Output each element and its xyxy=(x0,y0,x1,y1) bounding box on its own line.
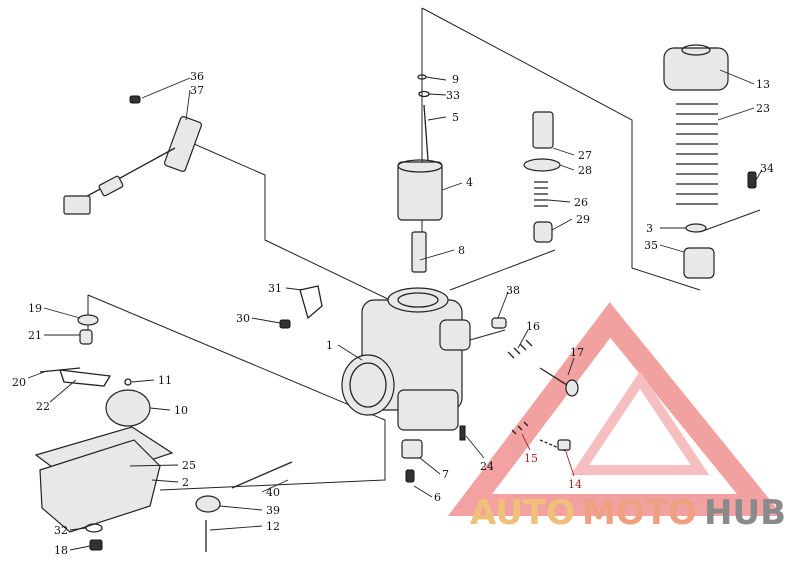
watermark-hub: HUB xyxy=(704,493,786,533)
float-bowl-assembly xyxy=(34,426,174,551)
plate-28 xyxy=(523,158,561,172)
callout-32: 32 xyxy=(54,524,68,537)
callout-1: 1 xyxy=(326,339,333,352)
choke-assembly xyxy=(523,111,561,243)
holder-35 xyxy=(683,247,715,279)
throttle-valve-4 xyxy=(397,161,443,221)
callout-11: 11 xyxy=(158,374,172,387)
callout-35: 35 xyxy=(644,239,658,252)
jet-24 xyxy=(459,425,466,441)
callout-8: 8 xyxy=(458,244,465,257)
callout-4: 4 xyxy=(466,176,473,189)
callout-36: 36 xyxy=(190,70,204,83)
callout-18: 18 xyxy=(54,544,68,557)
callout-30: 30 xyxy=(236,312,250,325)
callout-39: 39 xyxy=(266,504,280,517)
watermark-logo xyxy=(447,302,784,516)
washer-32 xyxy=(85,523,103,533)
leader-lines xyxy=(27,69,763,551)
callout-10: 10 xyxy=(174,404,188,417)
spring-26 xyxy=(534,181,548,207)
callout-7: 7 xyxy=(442,468,449,481)
washer-33 xyxy=(418,90,430,98)
washer-3 xyxy=(685,223,707,233)
callout-33: 33 xyxy=(446,89,460,102)
callout-20: 20 xyxy=(12,376,26,389)
callout-22: 22 xyxy=(36,400,50,413)
needle-21 xyxy=(79,329,93,345)
watermark-auto: AUTO xyxy=(470,493,575,533)
plunger-nut-27 xyxy=(532,111,554,149)
callout-9: 9 xyxy=(452,73,459,86)
spring-15 xyxy=(511,421,529,435)
callout-6: 6 xyxy=(434,491,441,504)
float-10 xyxy=(105,389,151,427)
spring-16 xyxy=(507,339,533,359)
bracket-31 xyxy=(299,285,323,320)
drain-parts xyxy=(195,461,293,552)
watermark-moto: MOTO xyxy=(582,493,697,533)
callout-23: 23 xyxy=(756,102,770,115)
bolt-36 xyxy=(129,95,141,104)
screw-14 xyxy=(557,439,571,451)
bracket-37 xyxy=(164,116,202,172)
spring-seat-8 xyxy=(411,231,427,273)
callout-5: 5 xyxy=(452,111,459,124)
callout-34: 34 xyxy=(760,162,774,175)
callout-24: 24 xyxy=(480,460,494,473)
part-38 xyxy=(491,317,507,329)
pilot-screw-assembly xyxy=(511,421,571,453)
top-cap-assembly xyxy=(663,44,757,279)
connector xyxy=(63,195,91,215)
tube-40 xyxy=(231,461,293,489)
jet-6 xyxy=(405,469,415,483)
callout-12: 12 xyxy=(266,520,280,533)
carburetor-body-1 xyxy=(341,287,471,431)
cap-13 xyxy=(663,47,729,91)
callout-13: 13 xyxy=(756,78,770,91)
plug-18 xyxy=(89,539,103,551)
callout-14: 14 xyxy=(568,478,582,491)
idle-screw-assembly xyxy=(507,339,579,397)
throttle-cable-bracket xyxy=(63,95,202,215)
spring-23 xyxy=(676,103,718,205)
watermark-text: AUTO MOTO HUB xyxy=(470,493,786,533)
callout-15: 15 xyxy=(524,452,538,465)
small-parts-right xyxy=(279,285,507,329)
float-assembly xyxy=(39,314,151,427)
plunger-29 xyxy=(533,221,553,243)
washer-19 xyxy=(77,314,99,326)
plate-39 xyxy=(195,495,221,513)
callout-17: 17 xyxy=(570,346,584,359)
needle-assembly xyxy=(397,74,443,273)
jet-7 xyxy=(401,439,423,459)
screw-30 xyxy=(279,319,291,329)
callout-31: 31 xyxy=(268,282,282,295)
callouts: 36 37 9 33 5 4 13 23 27 28 26 29 34 3 35… xyxy=(12,70,774,557)
callout-37: 37 xyxy=(190,84,204,97)
callout-29: 29 xyxy=(576,213,590,226)
callout-27: 27 xyxy=(578,149,592,162)
screw-34 xyxy=(747,171,757,189)
callout-26: 26 xyxy=(574,196,588,209)
callout-3: 3 xyxy=(646,222,653,235)
lower-jets xyxy=(401,425,466,483)
callout-16: 16 xyxy=(526,320,540,333)
bowl-2 xyxy=(39,439,161,533)
callout-40: 40 xyxy=(266,486,280,499)
callout-25: 25 xyxy=(182,459,196,472)
arm-22 xyxy=(59,369,112,387)
pin-11 xyxy=(124,378,132,386)
callout-28: 28 xyxy=(578,164,592,177)
callout-2: 2 xyxy=(182,476,189,489)
callout-38: 38 xyxy=(506,284,520,297)
callout-21: 21 xyxy=(28,329,42,342)
callout-19: 19 xyxy=(28,302,42,315)
